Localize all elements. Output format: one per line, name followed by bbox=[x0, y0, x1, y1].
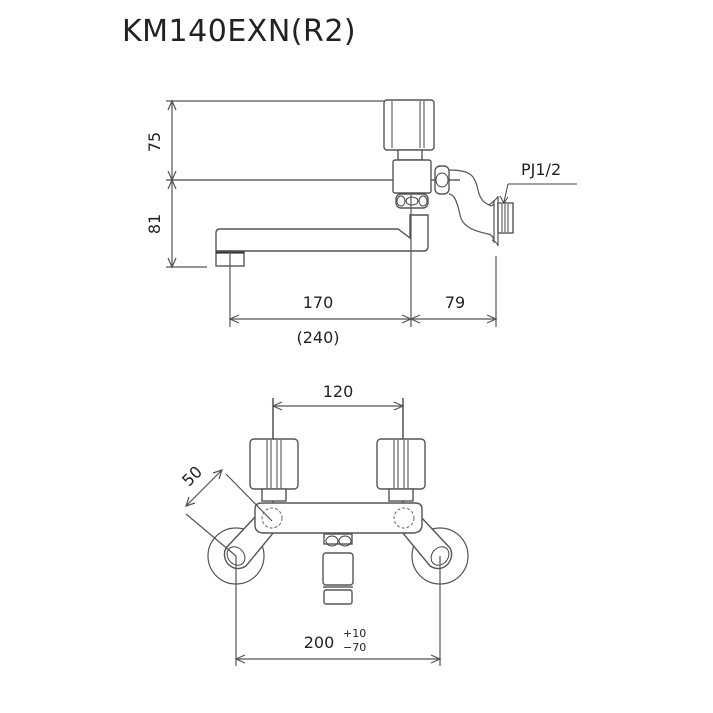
front-view: 120 bbox=[178, 382, 469, 666]
arrow-icon bbox=[212, 469, 223, 480]
arrow-icon bbox=[167, 178, 177, 190]
dim-240-label: (240) bbox=[296, 328, 339, 347]
tolerance-plus-label: +10 bbox=[343, 627, 366, 640]
right-handle bbox=[376, 438, 426, 502]
left-handle bbox=[249, 438, 299, 502]
main-body bbox=[254, 502, 423, 534]
arrow-icon bbox=[486, 314, 498, 324]
tolerance-minus-label: −70 bbox=[343, 641, 366, 654]
arrow-icon bbox=[409, 314, 421, 324]
side-view: 75 81 PJ1/2 bbox=[145, 99, 577, 347]
spout bbox=[215, 214, 429, 252]
connection-label: PJ1/2 bbox=[521, 160, 561, 179]
arrow-icon bbox=[167, 257, 177, 269]
outlet-body bbox=[322, 552, 354, 586]
arrow-icon bbox=[228, 314, 240, 324]
valve-body bbox=[392, 159, 432, 194]
extension-line bbox=[185, 513, 237, 557]
dim-50-label: 50 bbox=[178, 462, 206, 490]
dim-79-label: 79 bbox=[445, 293, 465, 312]
arrow-icon bbox=[185, 496, 196, 507]
arrow-icon bbox=[234, 654, 246, 664]
dim-75-label: 75 bbox=[145, 132, 164, 152]
dim-170-label: 170 bbox=[303, 293, 334, 312]
arrow-icon bbox=[167, 99, 177, 111]
dim-200-label: 200 bbox=[304, 633, 335, 652]
elbow-dimension-line bbox=[185, 469, 223, 507]
outlet-aerator bbox=[323, 589, 353, 605]
wall-connector bbox=[448, 169, 495, 244]
arrow-icon bbox=[393, 401, 405, 411]
dim-81-label: 81 bbox=[145, 214, 164, 234]
extension-line bbox=[225, 473, 273, 522]
dim-120-label: 120 bbox=[323, 382, 354, 401]
model-title: KM140EXN(R2) bbox=[122, 14, 357, 49]
arrow-icon bbox=[430, 654, 442, 664]
arrow-icon bbox=[271, 401, 283, 411]
